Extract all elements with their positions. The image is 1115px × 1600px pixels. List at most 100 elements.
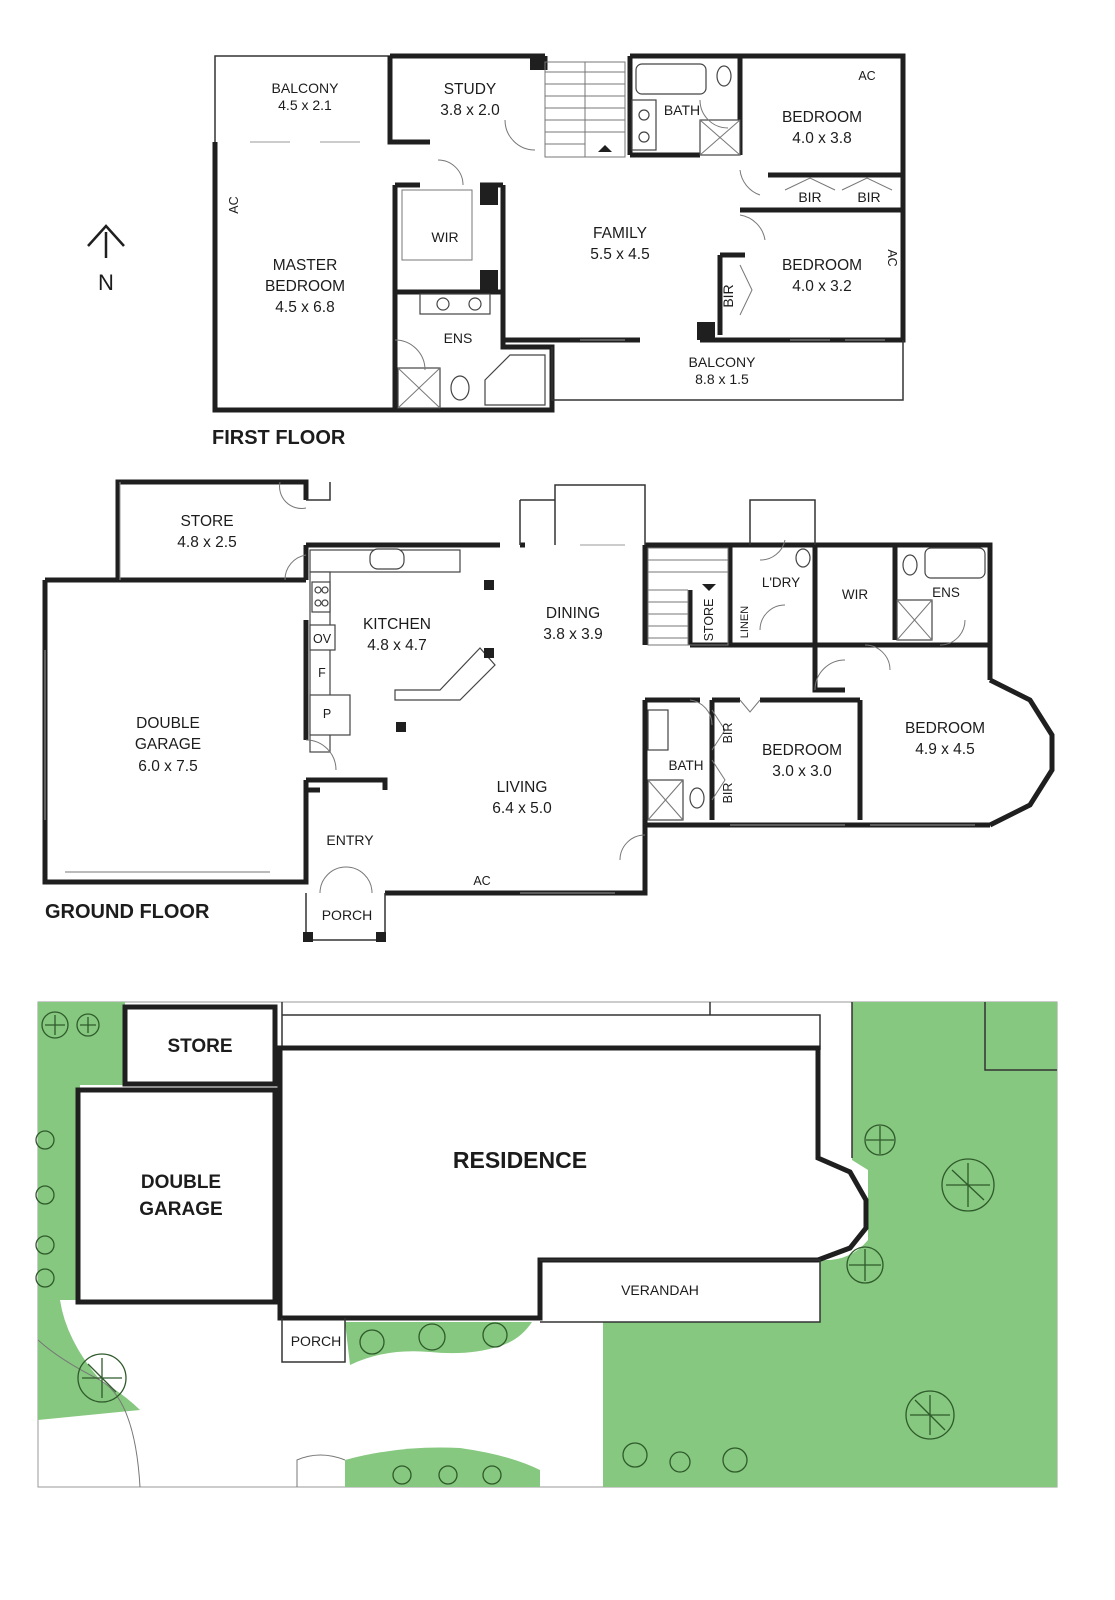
ens-label: ENS: [444, 330, 473, 346]
ground-ens-toilet-icon: [902, 554, 918, 576]
wir-label: WIR: [431, 229, 458, 245]
study-size: 3.8 x 2.0: [440, 102, 500, 119]
store-walls: [115, 479, 309, 580]
site-porch: [281, 1318, 346, 1363]
balcony-south-size: 8.8 x 1.5: [695, 371, 749, 387]
north-label: N: [98, 270, 114, 295]
ground-bir-2-label: BIR: [721, 783, 735, 804]
site-verandah: [540, 1259, 821, 1323]
vanity-icon: [631, 99, 657, 151]
bedroom-e-size: 4.0 x 3.2: [792, 278, 851, 295]
kitchen-size: 4.8 x 4.7: [367, 637, 426, 654]
north-east-walls: [645, 542, 993, 680]
study-label: STUDY: [444, 81, 497, 98]
bir-1-label: BIR: [798, 189, 821, 205]
family-size: 5.5 x 4.5: [590, 246, 649, 263]
site-residence: [277, 1045, 869, 1321]
east-internal-walls: [627, 56, 903, 335]
ens-toilet-icon: [450, 375, 470, 401]
bathtub-icon: [635, 63, 707, 95]
site-garage: [75, 1087, 278, 1305]
wir-ens-walls: [392, 182, 503, 410]
dining-size: 3.8 x 3.9: [543, 626, 602, 643]
porch-outline: [305, 893, 386, 941]
kitchen-sink-icon: [369, 548, 405, 570]
living-size: 6.4 x 5.0: [492, 800, 552, 817]
balcony-south-label: BALCONY: [689, 354, 757, 370]
ac-bedroom-e-label: AC: [885, 249, 899, 266]
bedroom-big-label: BEDROOM: [905, 720, 985, 737]
first-floor-stairs: [544, 61, 626, 158]
site-store-label: STORE: [167, 1036, 232, 1057]
north-arrow-icon: N: [87, 224, 125, 295]
ac-ne-label: AC: [858, 69, 875, 83]
master-label-2: BEDROOM: [265, 278, 345, 295]
bay-window-walls: [988, 677, 1055, 828]
dining-label: DINING: [546, 605, 600, 622]
bedroom-small-size: 3.0 x 3.0: [772, 763, 832, 780]
ground-wir-label: WIR: [842, 587, 868, 602]
garden-east: [603, 1002, 1057, 1487]
bedroom-ne-size: 4.0 x 3.8: [792, 130, 851, 147]
store-size: 4.8 x 2.5: [177, 534, 236, 551]
fridge-label: F: [318, 666, 326, 680]
master-label-1: MASTER: [273, 257, 338, 274]
site-plan: STORE DOUBLE GARAGE RESIDENCE VERANDAH P…: [35, 1001, 1058, 1488]
garden-front-bed: [345, 1322, 532, 1365]
bir-3-label: BIR: [720, 284, 736, 307]
pantry-label: P: [323, 707, 331, 721]
pantry-icon: [309, 694, 351, 736]
tree-icons: [35, 1011, 995, 1485]
kitchen-island: [394, 647, 496, 701]
garage-label-2: GARAGE: [135, 736, 201, 753]
site-porch-label: PORCH: [291, 1333, 342, 1349]
ground-bathtub-icon: [924, 547, 986, 579]
balcony-south-outline: [551, 340, 904, 401]
master-size: 4.5 x 6.8: [275, 299, 334, 316]
laundry-toilet-icon: [795, 548, 811, 568]
laundry-label: L'DRY: [762, 575, 800, 590]
ground-bath-toilet-icon: [689, 787, 705, 809]
ground-ac-label: AC: [473, 874, 490, 888]
linen-label: LINEN: [739, 606, 751, 638]
cooktop-icon: [311, 581, 331, 613]
bedroom-small-label: BEDROOM: [762, 742, 842, 759]
toilet-icon: [716, 65, 732, 87]
garage-size: 6.0 x 7.5: [138, 758, 197, 775]
site-garage-label-1: DOUBLE: [141, 1172, 221, 1193]
kitchen-west-walls: [303, 542, 525, 882]
ground-bath-label: BATH: [668, 758, 703, 773]
site-verandah-label: VERANDAH: [621, 1282, 699, 1298]
entry-label: ENTRY: [326, 832, 374, 848]
ac-master-label: AC: [227, 196, 241, 213]
ground-bath-vanity-icon: [647, 709, 669, 751]
oven-icon: [309, 624, 336, 651]
living-label: LIVING: [497, 779, 548, 796]
bir-2-label: BIR: [857, 189, 880, 205]
first-floor-title: FIRST FLOOR: [212, 427, 346, 449]
site-store: [122, 1004, 278, 1087]
bedroom-ne-label: BEDROOM: [782, 109, 862, 126]
oven-label: OV: [313, 632, 332, 646]
ground-floor-plan: STORE 4.8 x 2.5 KITCHEN 4.8 x 4.7 OV F P…: [42, 479, 1055, 942]
site-residence-label: RESIDENCE: [453, 1147, 587, 1173]
garden-west-top: [38, 1002, 125, 1340]
site-garage-label-2: GARAGE: [139, 1199, 222, 1220]
ground-ens-label: ENS: [932, 585, 960, 600]
bedroom-e-label: BEDROOM: [782, 257, 862, 274]
bedroom-big-size: 4.9 x 4.5: [915, 741, 974, 758]
corner-bath-icon: [484, 354, 546, 406]
ground-floor-stairs: [647, 547, 729, 646]
ground-porch-label: PORCH: [322, 907, 373, 923]
balcony-west-size: 4.5 x 2.1: [278, 97, 332, 113]
garden-west-strip: [38, 1090, 100, 1380]
study-wall: [387, 56, 430, 145]
family-label: FAMILY: [593, 225, 647, 242]
bath-label: BATH: [664, 102, 700, 118]
dining-landing: [554, 484, 646, 545]
ground-bir-1-label: BIR: [721, 723, 735, 744]
first-floor-plan: BALCONY 4.5 x 2.1 STUDY 3.8 x 2.0 BATH B…: [212, 53, 906, 449]
kitchen-label: KITCHEN: [363, 616, 431, 633]
garage-label-1: DOUBLE: [136, 715, 200, 732]
